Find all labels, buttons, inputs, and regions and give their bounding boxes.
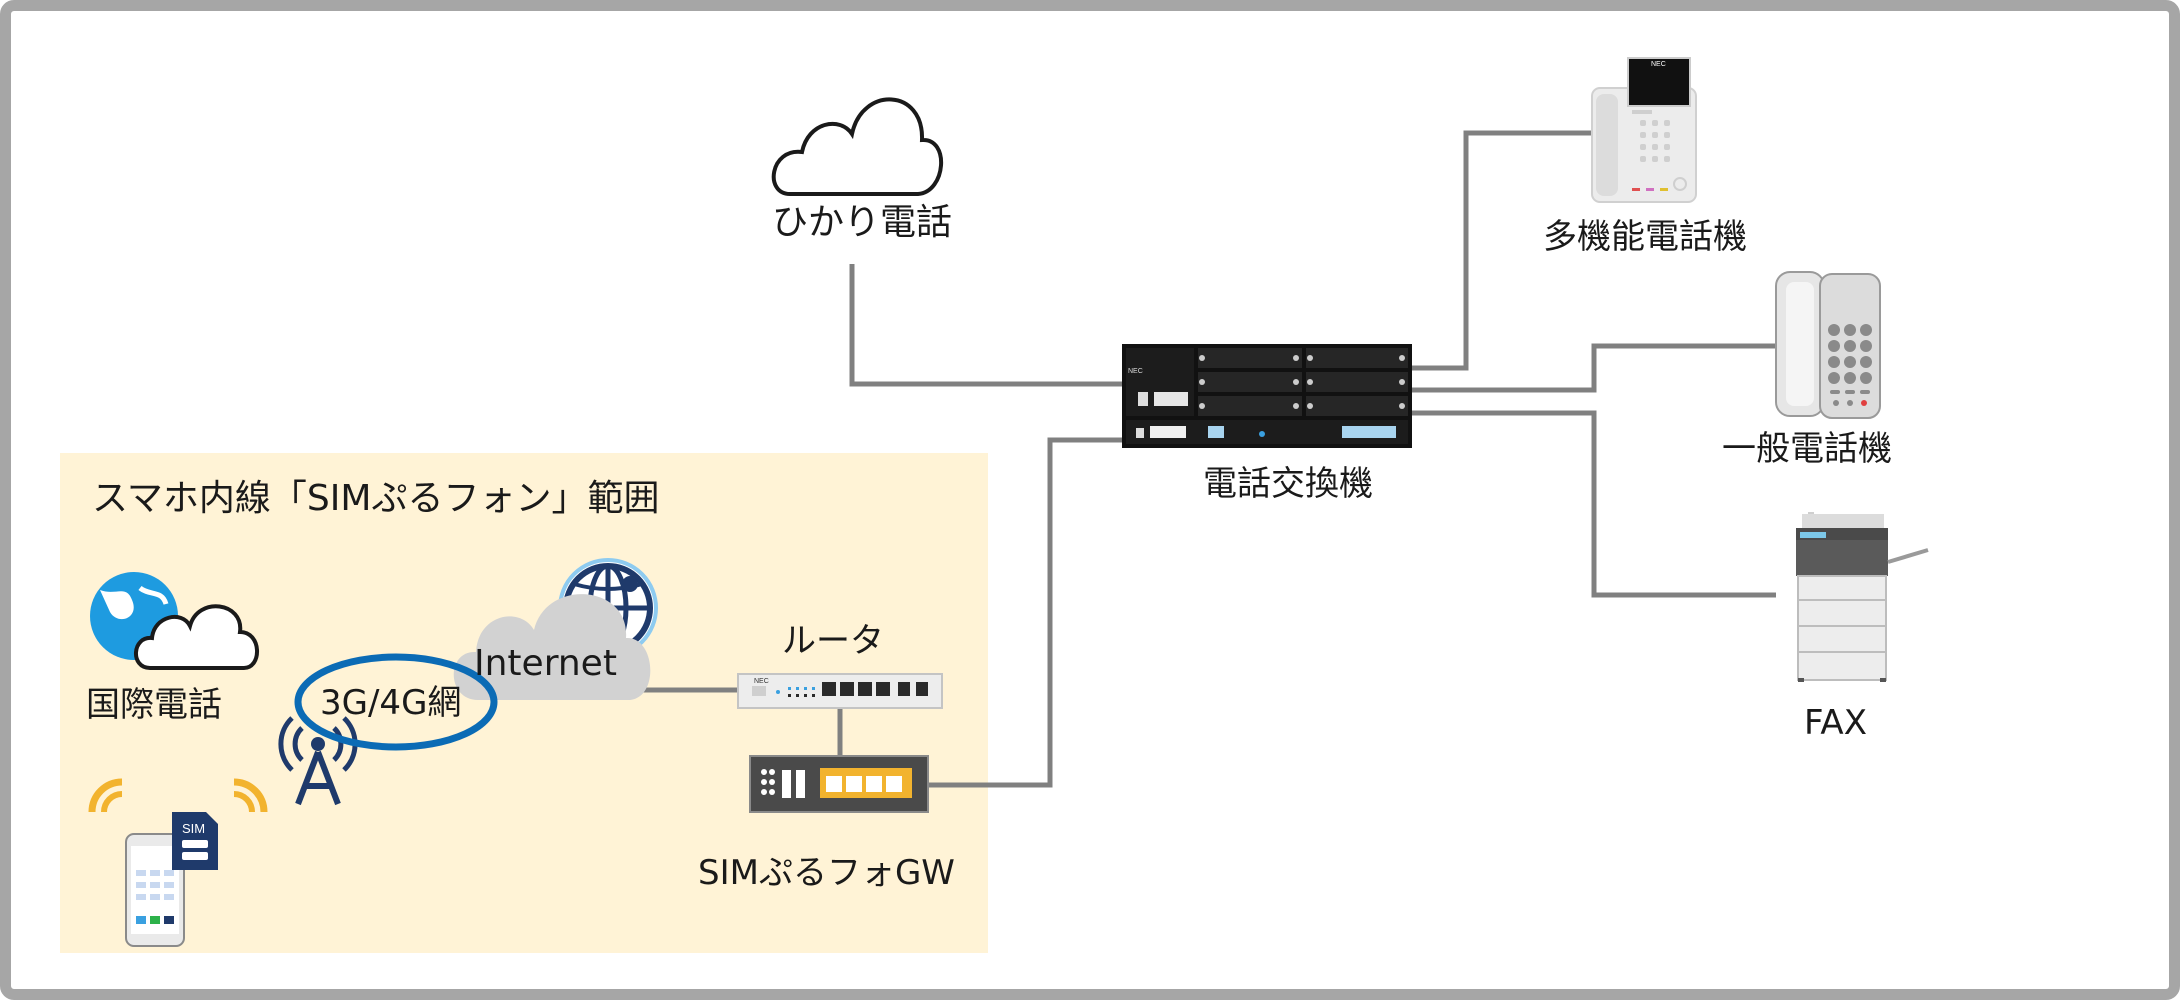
internet-label: Internet bbox=[474, 643, 617, 684]
multi-function-phone-icon bbox=[1591, 57, 1697, 203]
mobile-network-ring bbox=[294, 653, 498, 751]
pbx-icon bbox=[1122, 344, 1412, 448]
line-gw-pbx bbox=[928, 437, 1124, 788]
globe-cloud-icon bbox=[90, 572, 259, 670]
hikari-cloud-icon bbox=[771, 97, 944, 196]
gateway-icon bbox=[749, 755, 929, 813]
line-pbx-general-phone bbox=[1412, 343, 1778, 393]
router-label: ルータ bbox=[782, 621, 884, 661]
smartphone-icon bbox=[125, 812, 218, 947]
connection-lines bbox=[630, 130, 1778, 788]
multi-phone-label: 多機能電話機 bbox=[1543, 217, 1747, 257]
router-brand-text: NEC bbox=[754, 678, 769, 685]
sim-card-label: SIM bbox=[182, 821, 205, 836]
internet-cloud-icon bbox=[453, 594, 651, 700]
fax-icon bbox=[1796, 512, 1929, 682]
intl-call-label: 国際電話 bbox=[86, 685, 222, 725]
fax-label: FAX bbox=[1804, 703, 1867, 743]
pbx-brand-text: NEC bbox=[1128, 368, 1143, 375]
gateway-label: SIMぷるフォGW bbox=[698, 853, 955, 893]
hikari-label: ひかり電話 bbox=[772, 202, 953, 243]
wifi-signal-icon bbox=[88, 778, 268, 813]
router-icon bbox=[737, 673, 943, 709]
multi-phone-brand-text: NEC bbox=[1651, 61, 1666, 68]
line-hikari-pbx bbox=[849, 264, 1124, 387]
pbx-label: 電話交換機 bbox=[1203, 464, 1373, 504]
general-phone-label: 一般電話機 bbox=[1722, 429, 1892, 469]
mobile-network-label: 3G/4G網 bbox=[320, 683, 462, 723]
general-phone-icon bbox=[1775, 271, 1881, 419]
line-pbx-multi-phone bbox=[1412, 130, 1594, 371]
line-pbx-fax bbox=[1412, 410, 1776, 598]
zone-title: スマホ内線「SIMぷるフォン」範囲 bbox=[92, 478, 660, 519]
